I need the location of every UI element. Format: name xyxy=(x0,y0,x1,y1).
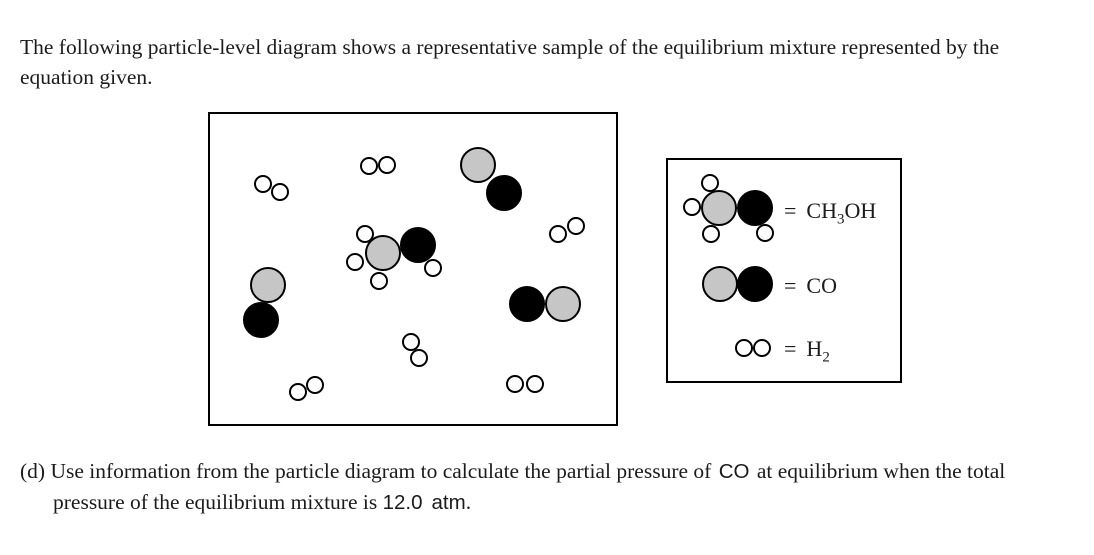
hydrogen-atom xyxy=(410,349,428,367)
gray-atom xyxy=(460,147,496,183)
hydrogen-atom xyxy=(756,224,774,242)
gray-atom xyxy=(701,190,737,226)
formula-co: CO xyxy=(806,273,837,298)
question-label: (d) xyxy=(20,459,46,483)
hydrogen-atom xyxy=(753,339,771,357)
hydrogen-atom xyxy=(735,339,753,357)
equals-sign: = xyxy=(784,336,797,361)
hydrogen-atom xyxy=(254,175,272,193)
intro-text: The following particle-level diagram sho… xyxy=(20,32,1084,92)
hydrogen-atom xyxy=(702,225,720,243)
black-atom xyxy=(737,190,773,226)
hydrogen-atom xyxy=(370,272,388,290)
pressure-unit: atm xyxy=(431,491,466,514)
hydrogen-atom xyxy=(526,375,544,393)
hydrogen-atom xyxy=(271,183,289,201)
black-atom xyxy=(509,286,545,322)
legend-label-h2: = H2 xyxy=(784,336,830,366)
black-atom xyxy=(243,302,279,338)
hydrogen-atom xyxy=(306,376,324,394)
legend-box: = CH3OH = CO = H2 xyxy=(666,158,902,383)
black-atom xyxy=(486,175,522,211)
gray-atom xyxy=(250,267,286,303)
equals-sign: = xyxy=(784,198,797,223)
legend-label-ch3oh: = CH3OH xyxy=(784,198,877,228)
equals-sign: = xyxy=(784,273,797,298)
question-text: (d) Use information from the particle di… xyxy=(20,456,1094,518)
hydrogen-atom xyxy=(356,225,374,243)
pressure-value: 12.0 xyxy=(382,491,423,514)
hydrogen-atom xyxy=(506,375,524,393)
hydrogen-atom xyxy=(424,259,442,277)
hydrogen-atom xyxy=(360,157,378,175)
black-atom xyxy=(400,227,436,263)
hydrogen-atom xyxy=(402,333,420,351)
black-atom xyxy=(737,266,773,302)
formula-h2: H2 xyxy=(806,336,830,366)
intro-line-2: equation given. xyxy=(20,64,153,89)
gray-atom xyxy=(365,235,401,271)
formula-co-inline: CO xyxy=(718,460,750,483)
hydrogen-atom xyxy=(346,253,364,271)
hydrogen-atom xyxy=(683,198,701,216)
hydrogen-atom xyxy=(378,156,396,174)
intro-line-1: The following particle-level diagram sho… xyxy=(20,34,1000,59)
hydrogen-atom xyxy=(567,217,585,235)
hydrogen-atom xyxy=(289,383,307,401)
gray-atom xyxy=(545,286,581,322)
formula-ch3oh: CH3OH xyxy=(806,198,877,228)
gray-atom xyxy=(702,266,738,302)
hydrogen-atom xyxy=(549,225,567,243)
question-line-1: (d) Use information from the particle di… xyxy=(20,459,1006,483)
particle-diagram-box xyxy=(208,112,618,426)
question-line-2: pressure of the equilibrium mixture is 1… xyxy=(53,490,472,514)
legend-label-co: = CO xyxy=(784,273,837,299)
